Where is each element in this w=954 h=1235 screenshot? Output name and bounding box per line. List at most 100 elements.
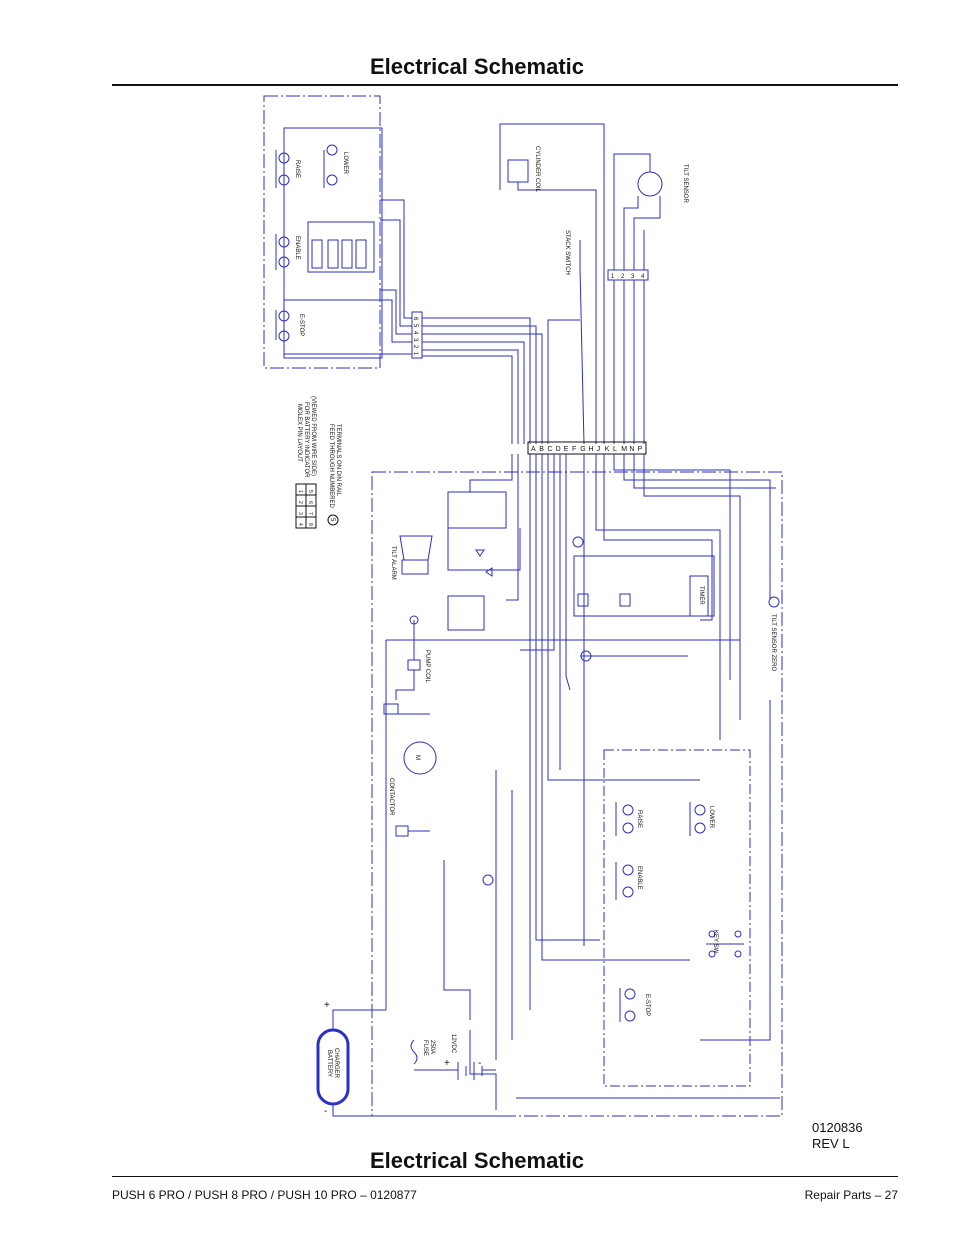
terminal-pin-label: A [531, 446, 536, 453]
label-feed-line1: FEED THROUGH NUMBERED [328, 424, 334, 509]
label-contactor: CONTACTOR [388, 778, 394, 816]
title-rule [112, 84, 898, 86]
upper-wire-bundle [284, 199, 543, 444]
page-title-bottom: Electrical Schematic [369, 1148, 584, 1173]
upper-connector-pin-label: 1 [412, 352, 418, 356]
label-battery-charger-1: BATTERY [326, 1050, 332, 1077]
upper-control-box [263, 95, 381, 369]
label-tilt-sensor-zero: TILT SENSOR ZERO [770, 614, 776, 671]
relay-block-2 [327, 239, 339, 269]
raise-switch-top [275, 150, 290, 188]
label-fuse: FUSE [422, 1040, 428, 1056]
molex-pin-label: 4 [297, 523, 303, 526]
estop-switch-bottom [619, 988, 636, 1022]
molex-pin-label: 5 [307, 490, 313, 493]
page-title: Electrical Schematic [369, 54, 584, 79]
fuse [410, 1039, 418, 1065]
footer-model-list: PUSH 6 PRO / PUSH 8 PRO / PUSH 10 PRO – … [112, 1188, 417, 1202]
upper-connector-pin-label: 4 [412, 331, 418, 335]
terminal-pin-label: N [629, 446, 634, 453]
alarm-diode-circuit [447, 491, 521, 631]
upper-connector-pin-label: 3 [412, 338, 418, 342]
terminal-pin-label: L [613, 446, 617, 453]
label-voltage: 12VDC [450, 1034, 456, 1054]
upper-connector [411, 311, 423, 359]
molex-pin-label: 3 [297, 512, 303, 515]
relay-block-3 [341, 239, 353, 269]
label-raise-top: RAISE [294, 160, 300, 178]
tilt-connector-pin-label: 4 [641, 274, 645, 280]
pump-coil [395, 615, 421, 700]
enable-switch-top [275, 234, 290, 270]
charger-positive-lead [332, 1009, 386, 1030]
label-estop-bottom: E-STOP [644, 994, 650, 1016]
upper-connector-pin-label: 6 [412, 317, 418, 321]
label-battery-charger-2: CHARGER [333, 1048, 339, 1079]
molex-pin-label: 8 [307, 523, 313, 526]
label-legend-line3: (VIEWED FROM WIRE SIDE) [310, 396, 316, 476]
cylinder-coil-wiring [499, 123, 605, 444]
relay-feed-terminal [572, 536, 584, 548]
motor [403, 741, 437, 775]
label-stack-switch: STACK SWITCH [564, 230, 570, 275]
label-legend-line1: MOLEX PIN LAYOUT [296, 404, 302, 462]
terminal-strip [527, 441, 647, 455]
label-enable-bottom: ENABLE [636, 866, 642, 890]
label-enable-top: ENABLE [294, 236, 300, 260]
label-key-sw: KEY SW [712, 930, 718, 954]
relay-block-1 [311, 239, 323, 269]
label-feed-line2: TERMINALS ON DIN RAIL [335, 424, 341, 497]
label-feed-symbol: 5 [329, 518, 335, 522]
battery [414, 1062, 496, 1080]
label-motor: M [414, 755, 420, 760]
terminal-pin-label: J [597, 446, 601, 453]
label-charger-plus: + [324, 1000, 330, 1011]
tilt-connector-pin-label: 2 [621, 274, 625, 280]
label-pump-coil: PUMP COIL [424, 650, 430, 684]
label-lower-top: LOWER [342, 152, 348, 175]
lower-relay-group [573, 555, 715, 617]
doc-revision: REV L [812, 1136, 850, 1151]
label-estop-top: E-STOP [298, 314, 304, 336]
relay-block-4 [355, 239, 367, 269]
key-switch [706, 930, 744, 958]
label-fuse-rating: 250A [429, 1040, 435, 1054]
feed-terminal [580, 650, 592, 662]
upper-relay-module [307, 221, 375, 273]
tilt-sensor [607, 153, 663, 444]
terminal-pin-label: G [580, 446, 585, 453]
estop-switch-top [275, 310, 290, 342]
upper-wiring-frame [283, 127, 383, 359]
raise-switch-bottom [615, 802, 634, 836]
label-legend-line2: FOR BATTERY INDICATOR [303, 402, 309, 478]
terminal-pin-label: C [547, 446, 552, 453]
tilt-connector-pin-label: 1 [611, 274, 615, 280]
label-timer: TIMER [698, 586, 704, 605]
upper-connector-pin-label: 5 [412, 324, 418, 328]
label-raise-bottom: RAISE [636, 810, 642, 828]
label-charger-minus: - [324, 1106, 327, 1117]
label-tilt-sensor: TILT SENSOR [682, 164, 688, 203]
tilt-sensor-zero-terminal [768, 596, 780, 608]
footer-page-number: Repair Parts – 27 [804, 1188, 898, 1202]
label-tilt-alarm: TILT ALARM [390, 546, 396, 580]
enable-switch-bottom [615, 862, 634, 900]
contactor [383, 703, 430, 837]
terminal-pin-label: K [605, 446, 610, 453]
stack-switch-wiring [547, 240, 585, 445]
molex-pin-label: 6 [307, 501, 313, 504]
lower-control-box [371, 471, 783, 1117]
lower-box-wiring [385, 454, 780, 1110]
document-number: 0120836 REV L [812, 1120, 863, 1152]
molex-pin-label: 2 [297, 501, 303, 504]
terminal-pin-label: D [556, 446, 561, 453]
terminal-pin-label: P [638, 446, 643, 453]
label-cylinder-coil: CYLINDER COIL [534, 146, 540, 193]
molex-pin-label: 7 [307, 512, 313, 515]
lower-switch-top [323, 144, 338, 188]
